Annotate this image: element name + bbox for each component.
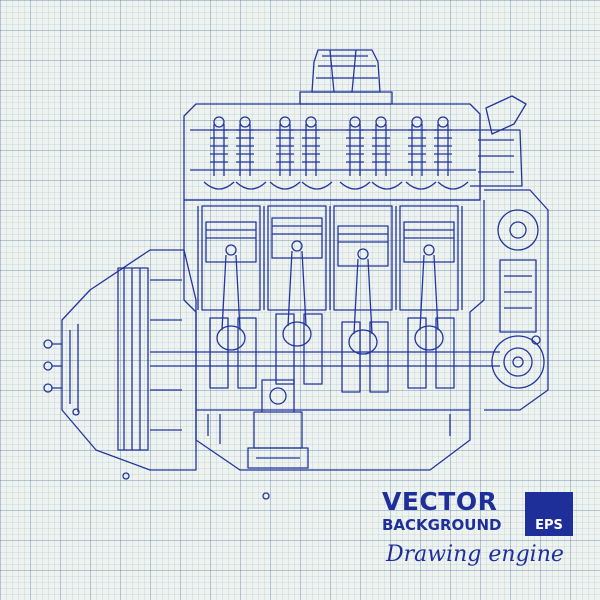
- title-block: VECTOR BACKGROUND EPS Drawing engine: [382, 488, 582, 578]
- gearbox-housing: [43, 249, 270, 500]
- subtitle-drawing-engine: Drawing engine: [386, 542, 564, 567]
- oil-pan: [195, 410, 471, 471]
- title-vector: VECTOR: [382, 487, 498, 516]
- air-intake: [299, 49, 393, 105]
- pistons: [205, 217, 455, 267]
- timing-cover: [484, 189, 549, 411]
- eps-label: EPS: [535, 518, 563, 533]
- outlet-pipe: [470, 95, 527, 187]
- eps-badge: EPS: [525, 492, 573, 536]
- title-background: BACKGROUND: [382, 516, 502, 534]
- engine-block: [183, 200, 485, 411]
- oil-pump: [247, 379, 309, 469]
- valve-train: [203, 116, 469, 190]
- crankshaft: [150, 313, 500, 393]
